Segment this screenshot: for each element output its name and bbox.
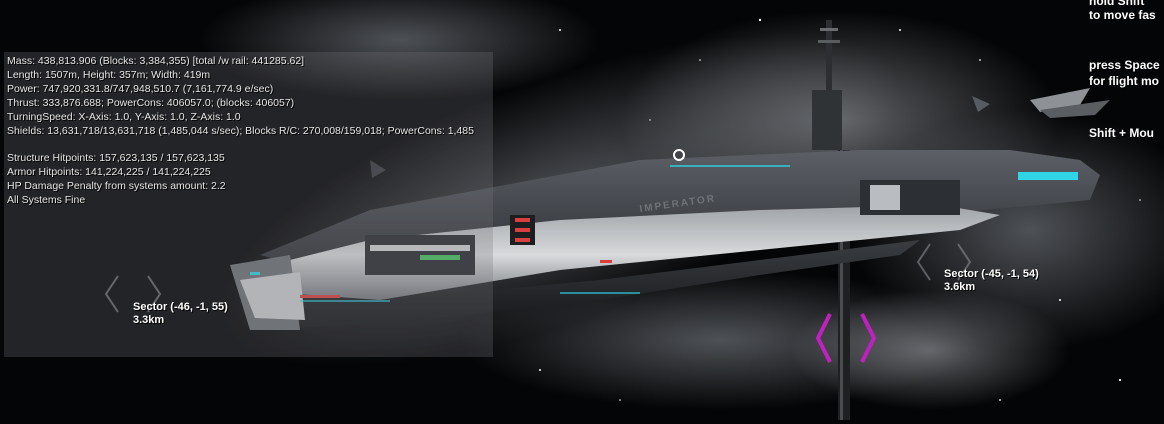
hint-move-fast: to move fas — [1089, 8, 1156, 22]
thrust-stat: Thrust: 333,876.688; PowerCons: 406057.0… — [7, 97, 295, 109]
sector-label[interactable]: Sector (-46, -1, 55) 3.3km — [133, 301, 228, 327]
sector-distance: 3.6km — [944, 281, 976, 293]
sector-label[interactable]: Sector (-45, -1, 54) 3.6km — [944, 268, 1039, 294]
mass-stat: Mass: 438,813.906 (Blocks: 3,384,355) [t… — [7, 55, 305, 67]
hint-press-space: press Space — [1089, 58, 1160, 72]
dimensions-stat: Length: 1507m, Height: 357m; Width: 419m — [7, 69, 211, 81]
target-bracket-icon[interactable] — [815, 313, 877, 363]
nav-bracket-icon[interactable] — [916, 243, 972, 281]
nav-bracket-icon — [972, 96, 990, 112]
hint-hold-shift: hold Shift — [1089, 0, 1145, 8]
ship-hull: IMPERATOR — [230, 88, 1110, 330]
sector-name: Sector (-45, -1, 54) — [944, 268, 1039, 280]
crosshair-icon — [673, 149, 685, 161]
armor-hp-stat: Armor Hitpoints: 141,224,225 / 141,224,2… — [7, 166, 211, 178]
hint-flight-mode: for flight mo — [1089, 74, 1159, 88]
structure-hp-stat: Structure Hitpoints: 157,623,135 / 157,6… — [7, 152, 225, 164]
power-stat: Power: 747,920,331.8/747,948,510.7 (7,16… — [7, 83, 274, 95]
nav-bracket-icon — [370, 160, 386, 178]
ship-stats-panel: Mass: 438,813.906 (Blocks: 3,384,355) [t… — [4, 52, 493, 357]
sector-distance: 3.3km — [133, 314, 165, 326]
systems-status: All Systems Fine — [7, 194, 86, 206]
sector-name: Sector (-46, -1, 55) — [133, 301, 228, 313]
turning-speed-stat: TurningSpeed: X-Axis: 1.0, Y-Axis: 1.0, … — [7, 111, 241, 123]
hint-shift-mouse: Shift + Mou — [1089, 126, 1154, 140]
hp-penalty-stat: HP Damage Penalty from systems amount: 2… — [7, 180, 226, 192]
nav-bracket-icon[interactable] — [104, 275, 162, 313]
shields-stat: Shields: 13,631,718/13,631,718 (1,485,04… — [7, 125, 474, 137]
